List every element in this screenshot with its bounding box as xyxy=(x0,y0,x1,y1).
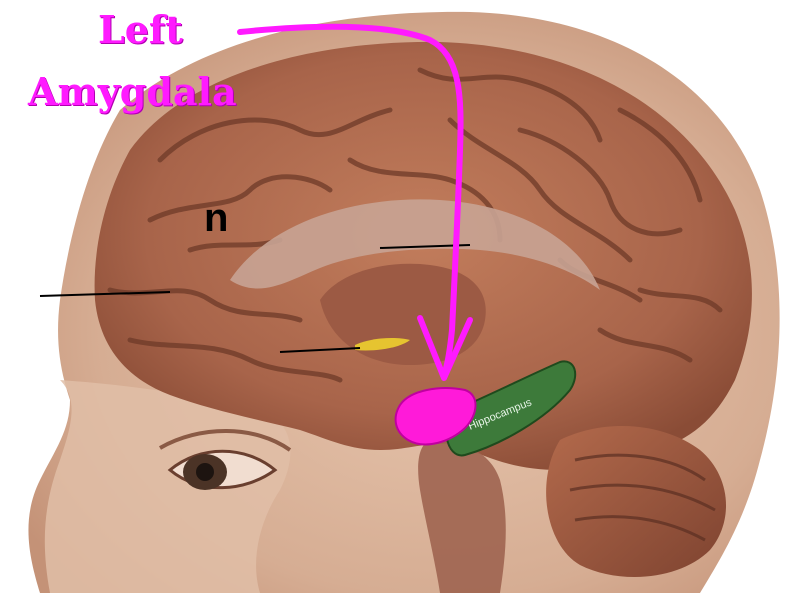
label-left: Left xyxy=(98,10,183,50)
label-amygdala: Amygdala xyxy=(28,72,237,112)
stray-letter: n xyxy=(204,196,228,240)
